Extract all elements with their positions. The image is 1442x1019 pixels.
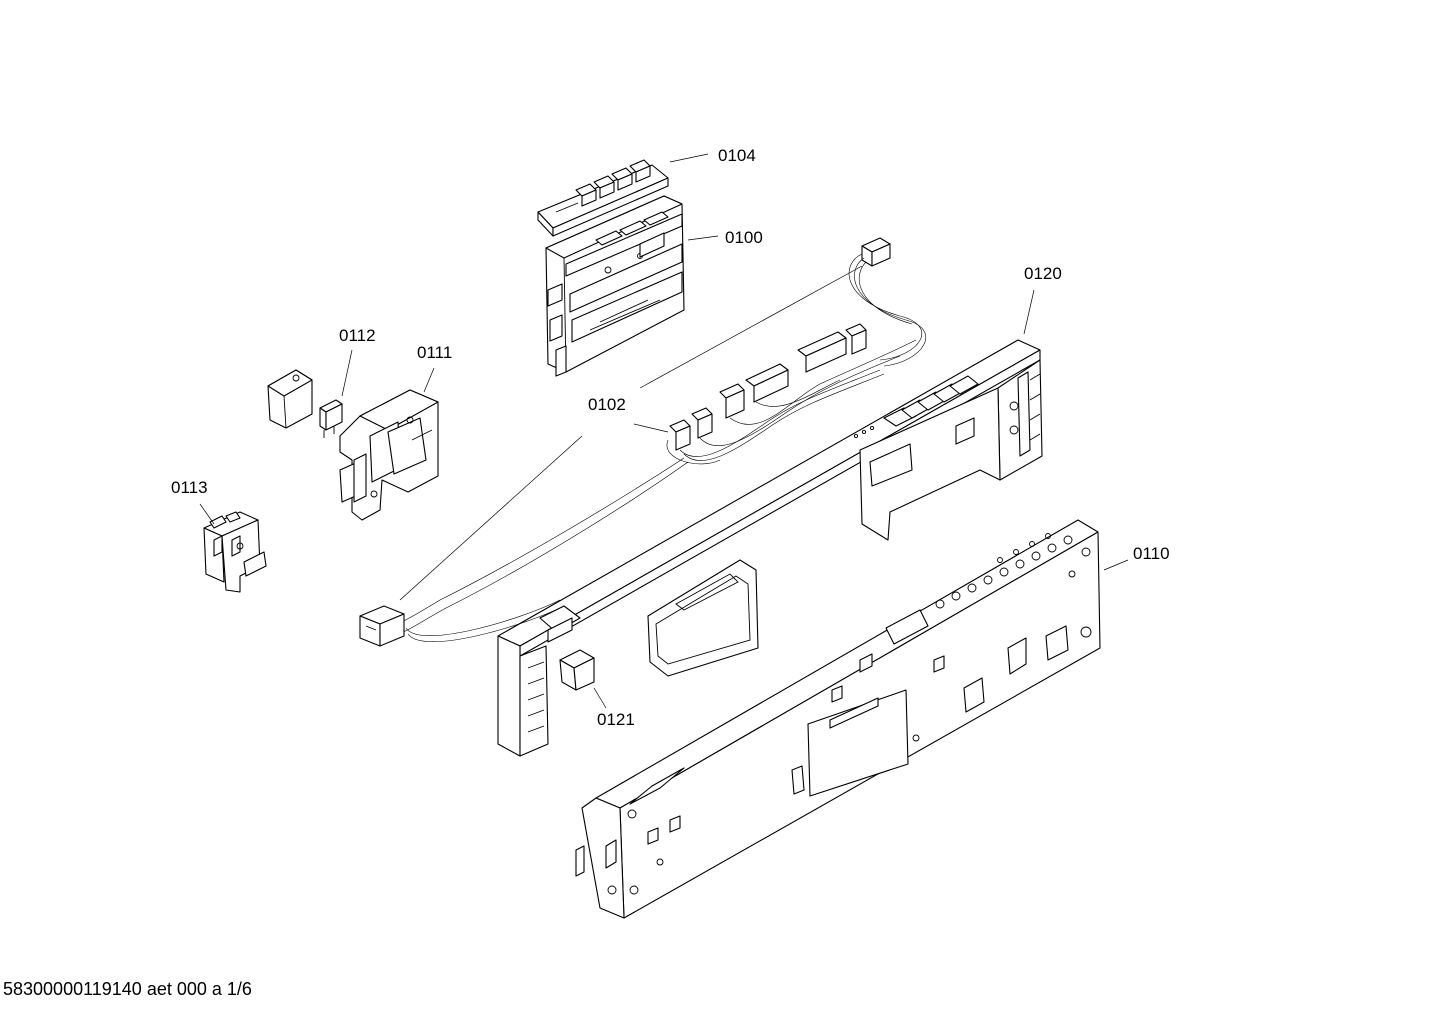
callout-0113: 0113 — [171, 478, 208, 497]
part-0102-wiring-harness[interactable] — [359, 237, 927, 647]
part-0120-front-fascia[interactable] — [497, 339, 1043, 757]
callout-0112: 0112 — [339, 326, 376, 345]
callout-0120: 0120 — [1024, 264, 1062, 283]
leader-lines — [199, 153, 1129, 709]
callout-0111: 0111 — [417, 343, 452, 362]
callout-0110: 0110 — [1133, 544, 1170, 563]
part-0104-button-strip[interactable] — [537, 159, 669, 237]
drawing-reference-footer: 58300000119140 aet 000 a 1/6 — [3, 979, 252, 999]
part-0110-inner-panel[interactable] — [575, 519, 1101, 919]
part-0111-bracket[interactable] — [339, 389, 439, 521]
part-0121-small-block[interactable] — [559, 649, 595, 691]
callout-0121: 0121 — [597, 710, 635, 729]
callout-0104: 0104 — [718, 146, 756, 165]
part-0112-cover-relay[interactable] — [267, 369, 343, 438]
callout-0100: 0100 — [725, 228, 763, 247]
part-0100-control-module[interactable] — [545, 195, 685, 377]
callout-0102: 0102 — [588, 395, 626, 414]
part-0113-switch[interactable] — [203, 511, 267, 593]
